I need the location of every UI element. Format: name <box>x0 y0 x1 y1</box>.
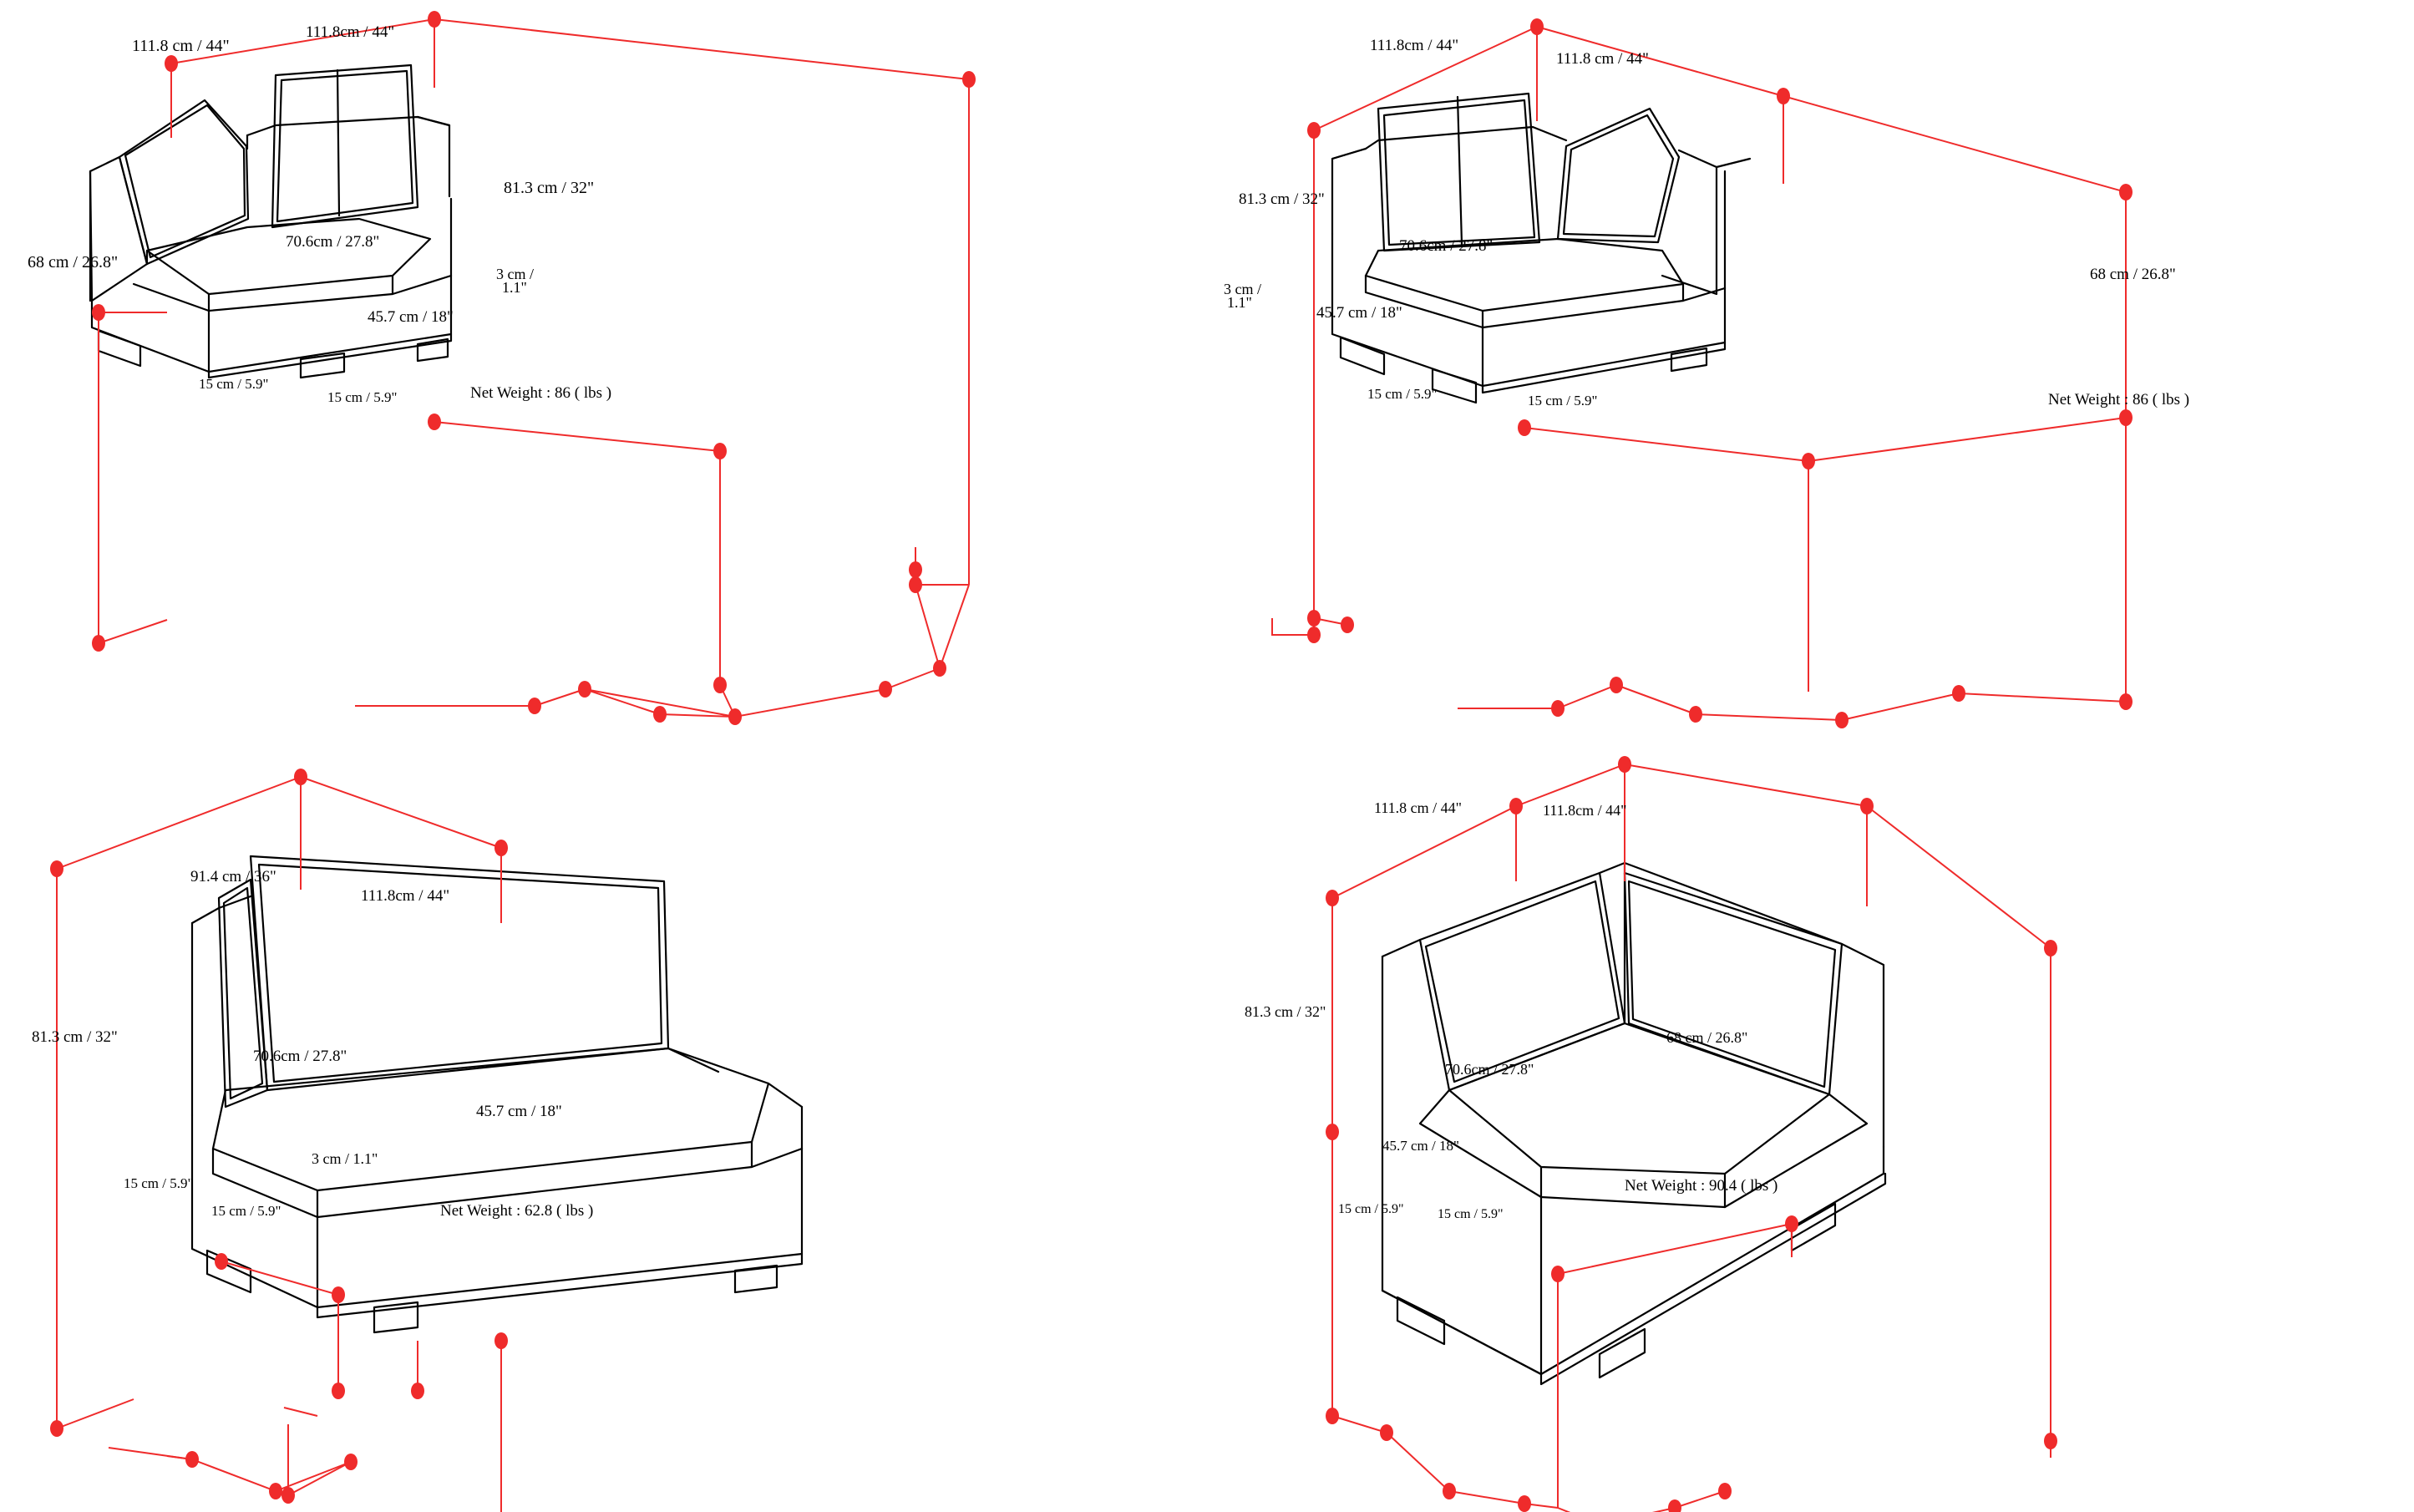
dim-label-height-back: 81.3 cm / 32" <box>32 1028 118 1046</box>
net-weight-label: Net Weight : 62.8 ( lbs ) <box>440 1202 594 1220</box>
dim-label-leg-inset-b: 15 cm / 5.9" <box>1528 393 1598 408</box>
dim-label-leg-inset-b: 15 cm / 5.9" <box>1438 1207 1504 1221</box>
drawing-corner-right-arm-section <box>1207 0 2414 756</box>
dim-label-seat-height: 45.7 cm / 18" <box>368 308 454 326</box>
dimension-endpoint-dots <box>92 11 976 725</box>
dim-label-depth-left: 68 cm / 26.8" <box>28 253 119 271</box>
panel-corner-wedge-section: 111.8 cm / 44" 111.8cm / 44" 81.3 cm / 3… <box>1207 756 2414 1512</box>
net-weight-label: Net Weight : 86 ( lbs ) <box>470 384 612 402</box>
dim-label-seat-depth: 70.6cm / 27.8" <box>1399 237 1494 255</box>
dim-label-leg-inset-b: 15 cm / 5.9" <box>211 1203 281 1219</box>
sofa-outline <box>89 63 453 379</box>
panel-corner-left-arm-section: 111.8 cm / 44" 111.8cm / 44" 68 cm / 26.… <box>0 0 1207 756</box>
drawing-corner-wedge-section <box>1207 756 2414 1512</box>
dimension-endpoint-dots <box>1326 756 2057 1512</box>
drawing-armless-middle-section <box>0 756 1207 1512</box>
drawing-corner-left-arm-section <box>0 0 1207 756</box>
sofa-outline <box>1331 92 1752 404</box>
dim-label-width-top: 111.8cm / 44" <box>1370 37 1459 54</box>
dimension-endpoint-dots <box>1307 18 2133 728</box>
dim-label-width-right: 111.8cm / 44" <box>1543 802 1627 819</box>
dim-label-clearance: 3 cm / <box>496 266 534 282</box>
net-weight-label: Net Weight : 90.4 ( lbs ) <box>1625 1177 1778 1195</box>
dim-label-clearance: 3 cm / 1.1" <box>312 1150 378 1167</box>
dim-label-clearance-inches: 1.1" <box>1227 294 1252 311</box>
dim-label-clearance-inches: 1.1" <box>502 279 527 296</box>
sofa-outline <box>1381 861 1887 1386</box>
panel-armless-middle-section: 91.4 cm / 36" 111.8cm / 44" 81.3 cm / 32… <box>0 756 1207 1512</box>
dim-label-height-back: 81.3 cm / 32" <box>1245 1003 1326 1020</box>
dim-label-leg-inset-a: 15 cm / 5.9" <box>199 376 269 392</box>
dim-label-depth-right: 68 cm / 26.8" <box>1666 1029 1748 1046</box>
dim-label-height-back: 81.3 cm / 32" <box>1239 190 1325 208</box>
sofa-outline <box>190 855 804 1334</box>
dim-label-clearance: 3 cm / <box>1224 281 1261 297</box>
dim-label-leg-inset-a: 15 cm / 5.9" <box>1338 1202 1404 1216</box>
dim-label-width-left: 111.8 cm / 44" <box>1374 799 1463 816</box>
dim-label-seat-height: 45.7 cm / 18" <box>1382 1138 1459 1154</box>
dimension-lines <box>1331 764 2051 1512</box>
dim-label-depth-right: 68 cm / 26.8" <box>2090 266 2176 283</box>
dim-label-seat-depth: 70.6cm / 27.8" <box>286 233 380 251</box>
dim-label-width-top: 91.4 cm / 36" <box>190 868 276 885</box>
dimension-endpoint-dots <box>50 769 508 1504</box>
dim-label-width-top: 111.8cm / 44" <box>306 23 395 41</box>
dim-label-seat-depth: 70.6cm / 27.8" <box>253 1048 347 1065</box>
dim-label-width-right: 111.8 cm / 44" <box>1556 50 1649 68</box>
dim-label-leg-inset-a: 15 cm / 5.9" <box>124 1175 194 1191</box>
dim-label-height-back: 81.3 cm / 32" <box>504 179 595 197</box>
dim-label-seat-depth: 70.6cm / 27.8" <box>1445 1061 1534 1078</box>
dim-label-depth-right: 111.8cm / 44" <box>361 887 450 905</box>
panel-corner-right-arm-section: 111.8cm / 44" 111.8 cm / 44" 81.3 cm / 3… <box>1207 0 2414 756</box>
dim-label-leg-inset-b: 15 cm / 5.9" <box>327 389 398 405</box>
dim-label-seat-height: 45.7 cm / 18" <box>476 1103 562 1120</box>
dimension-lines <box>1271 26 2127 721</box>
dim-label-width-left: 111.8 cm / 44" <box>132 37 230 55</box>
dim-label-seat-height: 45.7 cm / 18" <box>1316 304 1402 322</box>
net-weight-label: Net Weight : 86 ( lbs ) <box>2048 391 2190 408</box>
dim-label-leg-inset-a: 15 cm / 5.9" <box>1367 386 1438 402</box>
